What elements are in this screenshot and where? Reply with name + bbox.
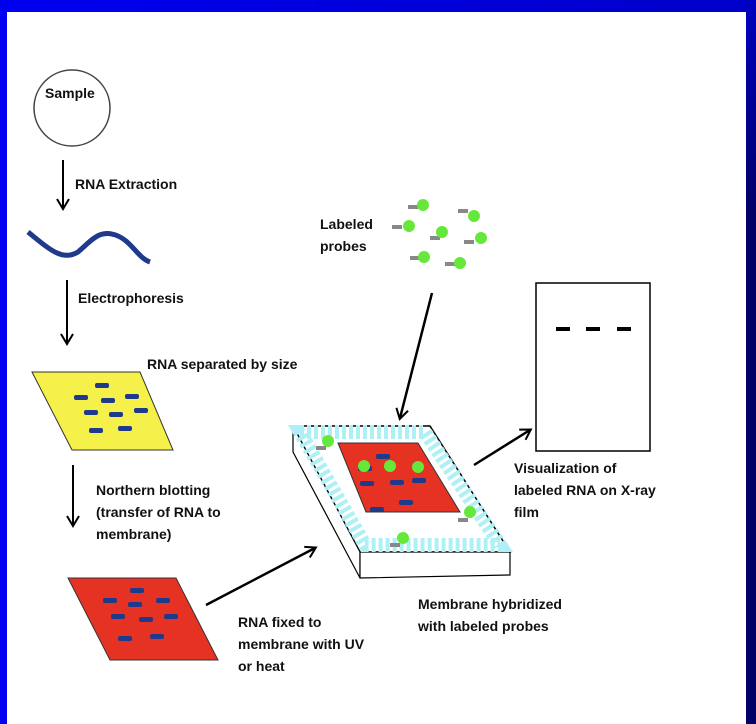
labeled-probes-label: Labeled probes [320, 216, 377, 254]
northern-blotting-label: Northern blotting (transfer of RNA to me… [96, 482, 225, 542]
hybridization-tray [287, 425, 514, 579]
slide-top-border [0, 0, 756, 12]
rna-strand [26, 230, 152, 265]
labeled-probes [392, 199, 487, 269]
rna-extraction-label: RNA Extraction [75, 176, 177, 192]
hybridized-membrane [337, 442, 461, 513]
rna-separated-label: RNA separated by size [147, 356, 298, 372]
sample-circle [33, 69, 111, 147]
arrow-to-film [473, 428, 533, 467]
slide-left-border [0, 0, 7, 724]
arrow-to-hybridization [205, 545, 318, 607]
sample-label: Sample [45, 85, 95, 101]
membrane-bands [103, 588, 178, 641]
slide-right-border [746, 0, 756, 724]
film-bands [556, 327, 631, 331]
membrane-hybridized-label: Membrane hybridized with labeled probes [417, 596, 566, 634]
gel-bands [74, 383, 148, 433]
visualization-label: Visualization of labeled RNA on X-ray fi… [514, 460, 660, 520]
arrow-probes-to-membrane [395, 292, 434, 421]
gel [31, 371, 174, 451]
electrophoresis-label: Electrophoresis [78, 290, 184, 306]
xray-film [535, 282, 651, 452]
rna-fixed-label: RNA fixed to membrane with UV or heat [238, 614, 368, 674]
